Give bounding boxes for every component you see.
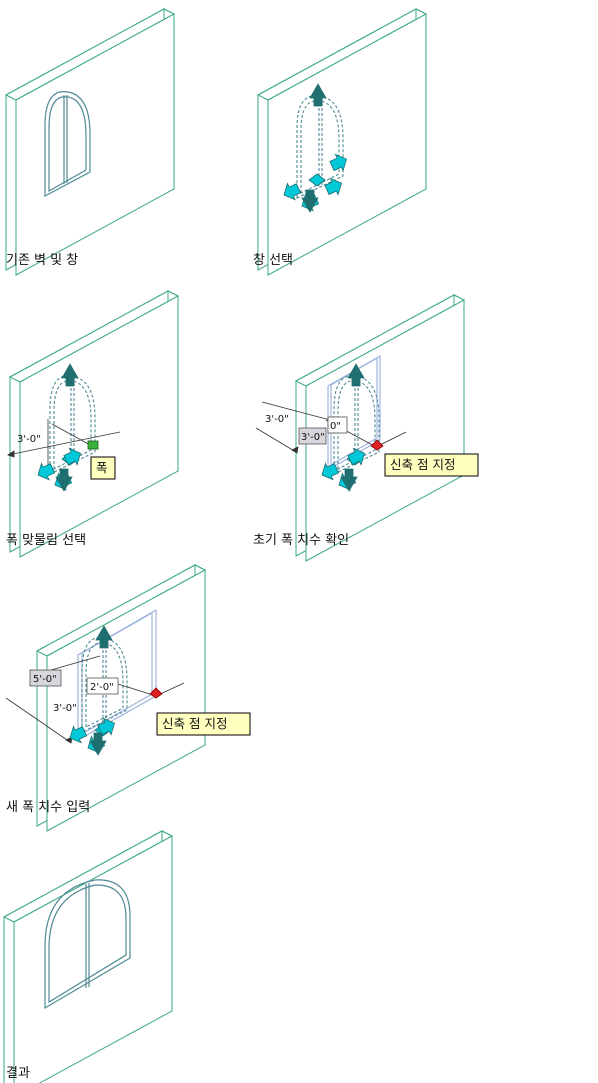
step4-overall-dim-label: 3'-0"	[265, 414, 289, 425]
step3-wall	[9, 290, 179, 558]
step4-stretch-tooltip: 신축 점 지정	[384, 453, 479, 477]
svg-text:2'-0": 2'-0"	[90, 682, 114, 693]
step1-caption: 기존 벽 및 창	[6, 253, 79, 268]
step2-wall	[257, 8, 427, 276]
step5-grips	[65, 625, 163, 757]
step5-width-dim-label: 3'-0"	[53, 703, 77, 714]
step2-caption: 창 선택	[253, 253, 294, 268]
step6-caption: 결과	[6, 1066, 30, 1081]
svg-text:신축 점 지정: 신축 점 지정	[162, 716, 227, 731]
step6-wall	[3, 830, 173, 1083]
step5-stretch-tooltip: 신축 점 지정	[156, 712, 251, 736]
step4-grips	[317, 363, 384, 494]
step5-overall-dim-box: 5'-0"	[29, 669, 62, 687]
step5-wall	[36, 564, 206, 832]
grip-tooltip: 폭	[90, 456, 116, 480]
step1-window	[44, 91, 91, 197]
step4-width-dim-box: 3'-0"	[298, 427, 327, 445]
svg-text:신축 점 지정: 신축 점 지정	[390, 457, 455, 472]
step3-width-dim-label: 3'-0"	[17, 434, 41, 445]
svg-text:폭: 폭	[96, 460, 108, 475]
step5-caption: 새 폭 치수 입력	[6, 800, 91, 815]
step5-partial-dim-box: 2'-0"	[86, 677, 119, 695]
svg-text:3'-0": 3'-0"	[301, 432, 325, 443]
step4-caption: 초기 폭 치수 확인	[253, 533, 350, 548]
step4-stretch-preview	[327, 354, 381, 472]
svg-text:0": 0"	[330, 421, 341, 432]
step3-dimension	[7, 419, 121, 470]
step6-window	[44, 879, 131, 1010]
step3-caption: 폭 맞물림 선택	[6, 533, 87, 548]
step3-grips	[33, 363, 99, 494]
step4-partial-dim-box: 0"	[327, 416, 348, 434]
svg-text:5'-0": 5'-0"	[33, 674, 57, 685]
